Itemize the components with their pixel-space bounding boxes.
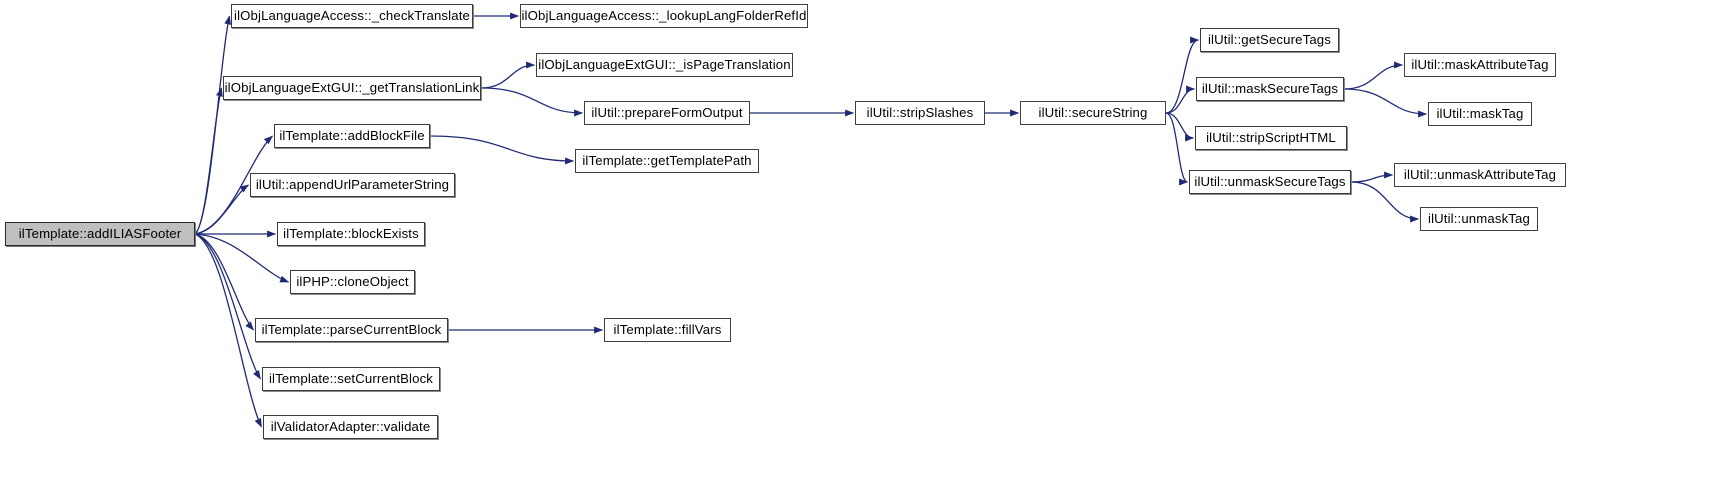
graph-node-parseCurrentBlock[interactable]: ilTemplate::parseCurrentBlock (255, 318, 448, 342)
graph-node-addBlockFile[interactable]: ilTemplate::addBlockFile (274, 124, 430, 148)
graph-node-lookupLangFolderRefId[interactable]: ilObjLanguageAccess::_lookupLangFolderRe… (520, 4, 808, 28)
graph-node-label: ilUtil::maskTag (1436, 106, 1524, 122)
graph-edge-addILIASFooter-to-cloneObject (194, 233, 290, 283)
graph-node-label: ilObjLanguageAccess::_checkTranslate (234, 8, 470, 24)
graph-edge-unmaskSecureTags-to-unmaskAttributeTag (1350, 171, 1394, 183)
graph-node-label: ilUtil::stripScriptHTML (1206, 130, 1336, 146)
graph-edge-addILIASFooter-to-parseCurrentBlock (194, 233, 254, 331)
graph-node-unmaskTag[interactable]: ilUtil::unmaskTag (1420, 207, 1538, 231)
graph-node-getTranslationLink[interactable]: ilObjLanguageExtGUI::_getTranslationLink (223, 76, 481, 100)
graph-edge-addILIASFooter-to-getTranslationLink (194, 87, 223, 235)
graph-node-unmaskAttributeTag[interactable]: ilUtil::unmaskAttributeTag (1394, 163, 1566, 187)
graph-edge-secureString-to-unmaskSecureTags (1165, 112, 1189, 186)
graph-node-label: ilObjLanguageExtGUI::_getTranslationLink (224, 80, 480, 96)
graph-node-addILIASFooter[interactable]: ilTemplate::addILIASFooter (5, 222, 195, 246)
graph-node-label: ilObjLanguageAccess::_lookupLangFolderRe… (521, 8, 807, 24)
graph-node-blockExists[interactable]: ilTemplate::blockExists (277, 222, 425, 246)
graph-node-label: ilUtil::getSecureTags (1208, 32, 1331, 48)
graph-node-checkTranslate[interactable]: ilObjLanguageAccess::_checkTranslate (231, 4, 473, 28)
graph-node-stripSlashes[interactable]: ilUtil::stripSlashes (855, 101, 985, 125)
graph-node-label: ilUtil::stripSlashes (866, 105, 974, 121)
graph-node-label: ilUtil::unmaskAttributeTag (1403, 167, 1557, 183)
graph-node-label: ilUtil::unmaskSecureTags (1194, 174, 1346, 190)
graph-edge-secureString-to-getSecureTags (1165, 36, 1200, 114)
graph-edge-getTranslationLink-to-prepareFormOutput (480, 87, 584, 117)
graph-edge-secureString-to-stripScriptHTML (1165, 112, 1195, 142)
graph-node-label: ilTemplate::addBlockFile (279, 128, 425, 144)
graph-node-label: ilUtil::maskAttributeTag (1411, 57, 1549, 73)
graph-node-label: ilTemplate::fillVars (613, 322, 722, 338)
graph-edge-addILIASFooter-to-appendUrlParameterString (194, 184, 250, 235)
graph-edge-addILIASFooter-to-validate (194, 233, 263, 428)
graph-edge-addBlockFile-to-getTemplatePath (429, 135, 575, 165)
graph-node-prepareFormOutput[interactable]: ilUtil::prepareFormOutput (584, 101, 750, 125)
graph-node-appendUrlParameterString[interactable]: ilUtil::appendUrlParameterString (250, 173, 455, 197)
graph-node-label: ilTemplate::addILIASFooter (18, 226, 182, 242)
graph-edge-getTranslationLink-to-isPageTranslation (480, 61, 536, 89)
graph-edge-unmaskSecureTags-to-unmaskTag (1350, 181, 1420, 223)
graph-node-label: ilValidatorAdapter::validate (270, 419, 431, 435)
graph-edge-maskSecureTags-to-maskTag (1343, 88, 1428, 118)
graph-edge-maskSecureTags-to-maskAttributeTag (1343, 61, 1404, 90)
graph-edge-secureString-to-maskSecureTags (1165, 85, 1196, 114)
graph-edge-addILIASFooter-to-checkTranslate (194, 15, 232, 235)
graph-node-maskTag[interactable]: ilUtil::maskTag (1428, 102, 1532, 126)
graph-edge-addILIASFooter-to-setCurrentBlock (194, 233, 262, 380)
graph-node-label: ilUtil::appendUrlParameterString (255, 177, 450, 193)
graph-node-getTemplatePath[interactable]: ilTemplate::getTemplatePath (575, 149, 759, 173)
graph-node-label: ilTemplate::setCurrentBlock (268, 371, 434, 387)
graph-node-unmaskSecureTags[interactable]: ilUtil::unmaskSecureTags (1189, 170, 1351, 194)
graph-node-isPageTranslation[interactable]: ilObjLanguageExtGUI::_isPageTranslation (536, 53, 793, 77)
graph-node-label: ilUtil::unmaskTag (1428, 211, 1530, 227)
graph-node-label: ilTemplate::getTemplatePath (582, 153, 752, 169)
graph-node-stripScriptHTML[interactable]: ilUtil::stripScriptHTML (1195, 126, 1347, 150)
graph-node-label: ilObjLanguageExtGUI::_isPageTranslation (538, 57, 791, 73)
graph-node-getSecureTags[interactable]: ilUtil::getSecureTags (1200, 28, 1339, 52)
graph-node-maskAttributeTag[interactable]: ilUtil::maskAttributeTag (1404, 53, 1556, 77)
graph-node-label: ilTemplate::blockExists (283, 226, 419, 242)
graph-node-label: ilUtil::prepareFormOutput (591, 105, 743, 121)
graph-node-setCurrentBlock[interactable]: ilTemplate::setCurrentBlock (262, 367, 440, 391)
graph-node-maskSecureTags[interactable]: ilUtil::maskSecureTags (1196, 77, 1344, 101)
graph-node-cloneObject[interactable]: ilPHP::cloneObject (290, 270, 415, 294)
graph-node-label: ilUtil::secureString (1038, 105, 1148, 121)
graph-node-fillVars[interactable]: ilTemplate::fillVars (604, 318, 731, 342)
graph-node-label: ilPHP::cloneObject (296, 274, 409, 290)
graph-node-label: ilTemplate::parseCurrentBlock (261, 322, 442, 338)
graph-node-validate[interactable]: ilValidatorAdapter::validate (263, 415, 438, 439)
graph-node-label: ilUtil::maskSecureTags (1201, 81, 1339, 97)
graph-node-secureString[interactable]: ilUtil::secureString (1020, 101, 1166, 125)
